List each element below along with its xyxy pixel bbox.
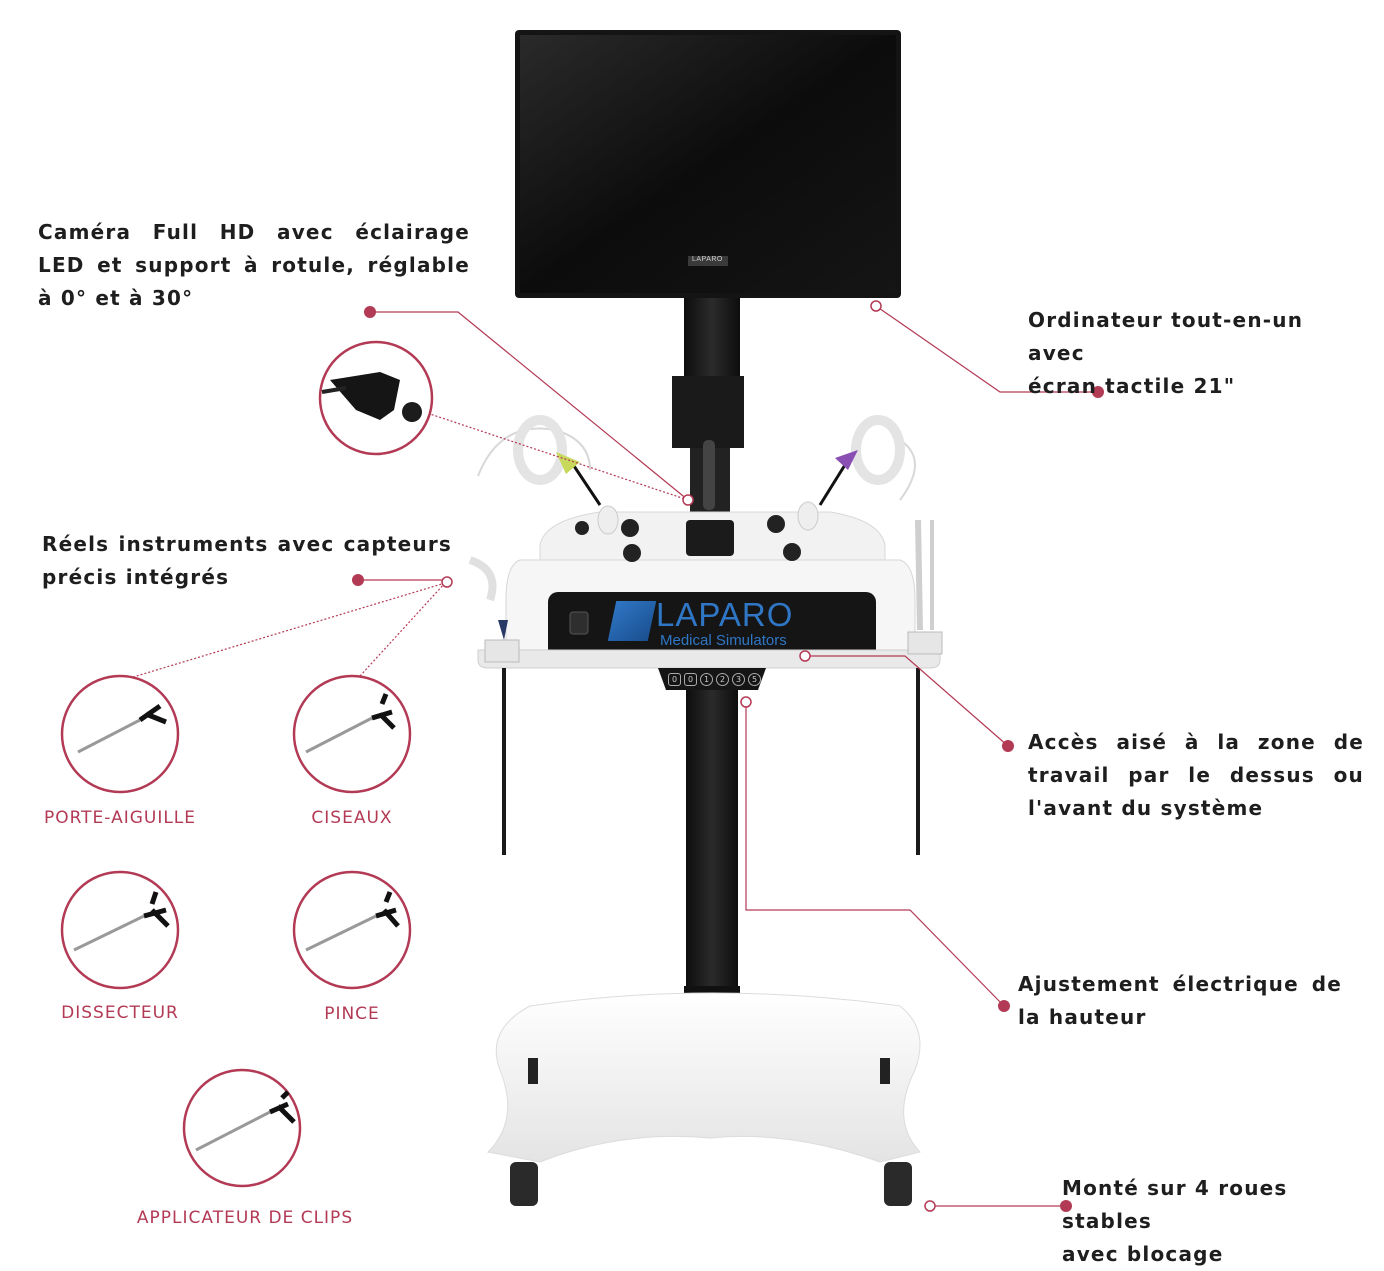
wheel — [884, 1162, 912, 1206]
brand-tagline: Medical Simulators — [660, 632, 787, 649]
wheels-callout: Monté sur 4 roues stables avec blocage — [1062, 1172, 1372, 1271]
keypad-button[interactable]: 0 — [668, 673, 681, 686]
computer-callout-line2: écran tactile 21" — [1028, 374, 1236, 398]
instrument-label: CISEAUX — [311, 808, 393, 828]
computer-callout-line1: Ordinateur tout-en-un avec — [1028, 308, 1304, 365]
instrument-label: APPLICATEUR DE CLIPS — [136, 1208, 354, 1228]
wheel — [510, 1162, 538, 1206]
lift-column — [686, 690, 738, 990]
camera-connector — [370, 311, 689, 501]
forceps-icon — [292, 870, 412, 990]
monitor — [515, 30, 901, 298]
instrument-label: PINCE — [324, 1004, 380, 1024]
camera-mount — [672, 376, 744, 448]
computer-callout: Ordinateur tout-en-un avec écran tactile… — [1028, 304, 1358, 403]
clip-applicator-icon — [182, 1068, 302, 1188]
wheels-callout-line1: Monté sur 4 roues stables — [1062, 1176, 1288, 1233]
camera-callout: Caméra Full HD avec éclairage LED et sup… — [38, 220, 470, 310]
base — [486, 992, 921, 1206]
monitor-logo-plate — [688, 256, 728, 266]
keypad-button[interactable]: 1 — [700, 673, 713, 686]
instrument-label: PORTE-AIGUILLE — [43, 808, 197, 828]
wheels-callout-line2: avec blocage — [1062, 1242, 1224, 1266]
keypad-button[interactable]: 3 — [732, 673, 745, 686]
scissors-icon — [292, 674, 412, 794]
mounted-instruments — [468, 415, 943, 855]
height-callout: Ajustement électrique de la hauteur — [1018, 972, 1342, 1029]
instruments-callout: Réels instruments avec capteurs précis i… — [42, 532, 452, 589]
instrument-label: DISSECTEUR — [61, 1003, 179, 1023]
computer-connector — [875, 305, 1098, 393]
needle-holder-icon — [60, 674, 180, 794]
keypad-button[interactable]: 2 — [716, 673, 729, 686]
height-connector — [745, 702, 1005, 1007]
monitor-logo: LAPARO — [692, 256, 723, 263]
camera-arm — [703, 440, 715, 510]
dissector-icon — [60, 870, 180, 990]
upper-column — [684, 298, 740, 378]
keypad-button[interactable]: 0 — [684, 673, 697, 686]
keypad-button[interactable]: 5 — [748, 673, 761, 686]
tray — [477, 649, 941, 669]
access-connector — [805, 655, 1009, 747]
connector-dots — [352, 300, 1104, 1212]
access-callout: Accès aisé à la zone de travail par le d… — [1028, 730, 1364, 820]
keypad-buttons: 0 0 1 2 3 5 — [668, 673, 761, 686]
camera-detail-icon — [318, 340, 434, 456]
brand-name: LAPARO — [656, 596, 794, 633]
brand-logo-icon — [607, 601, 657, 641]
connector-lines — [129, 305, 1098, 1207]
